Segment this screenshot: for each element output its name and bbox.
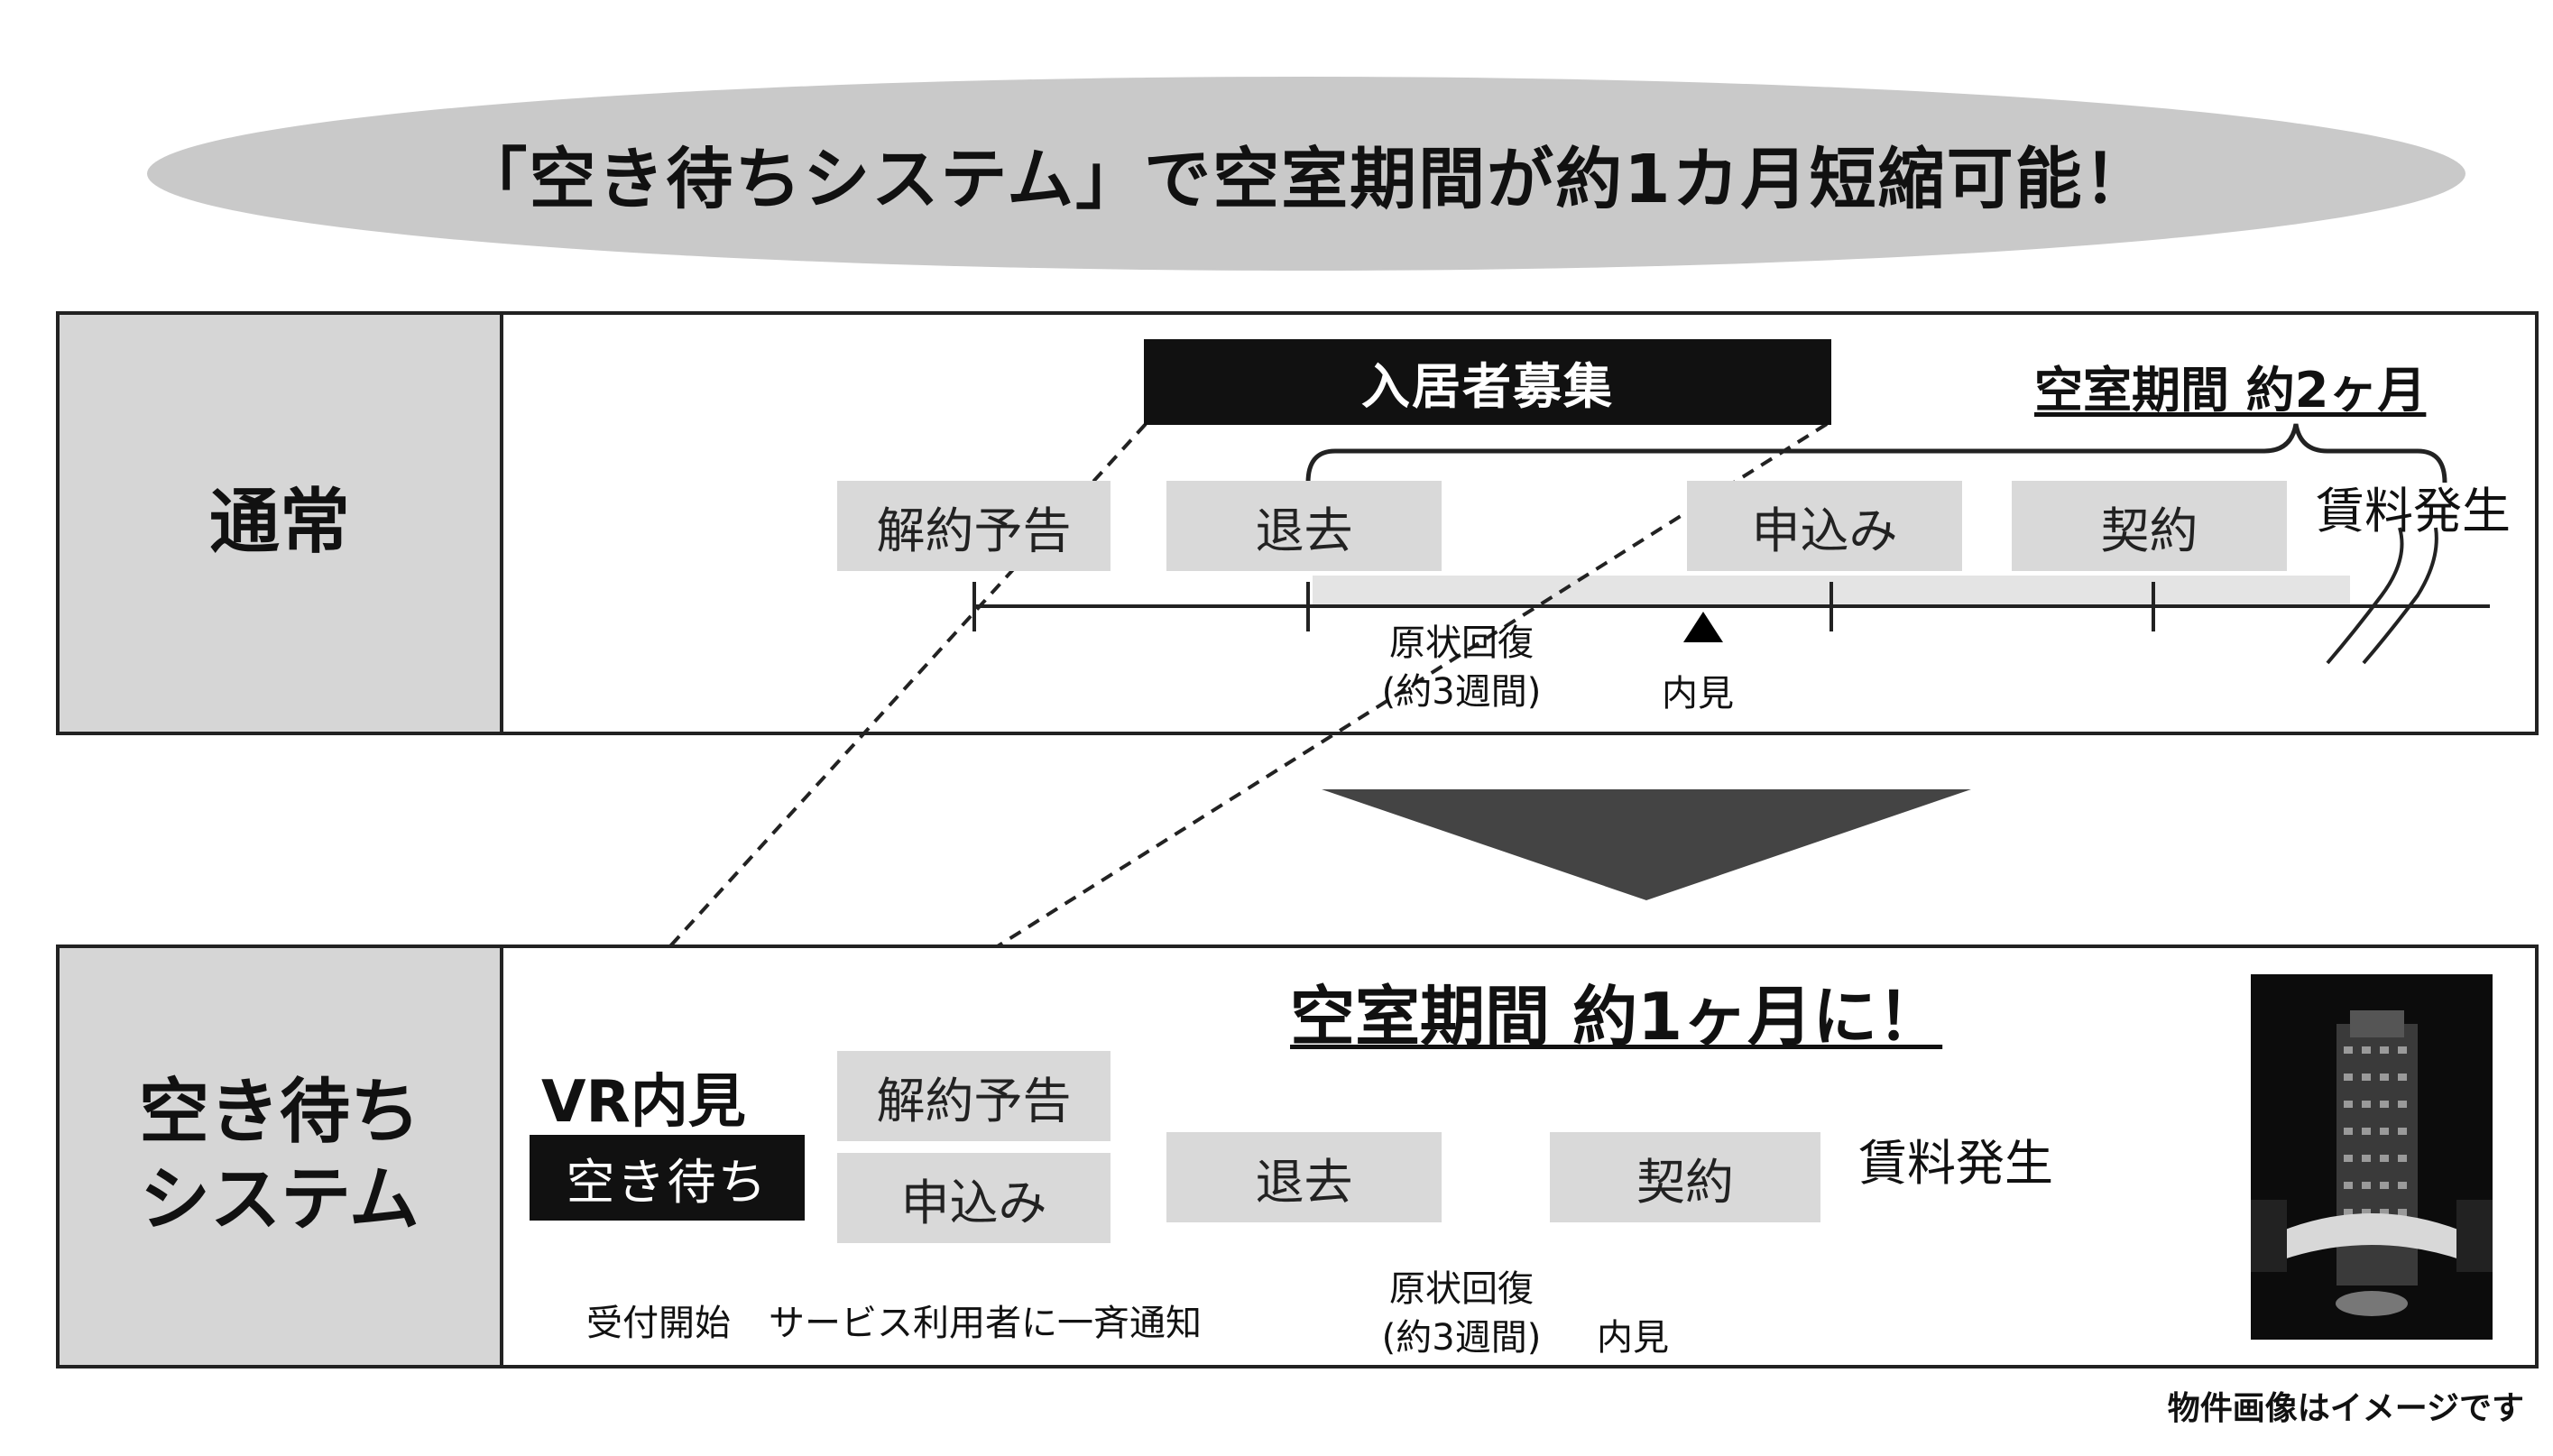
- waiting-step-notice: 解約予告: [837, 1051, 1111, 1141]
- waiting-step-apply: 申込み: [837, 1153, 1111, 1243]
- recruit-bar: 入居者募集: [1144, 339, 1831, 425]
- normal-viewing-marker: [1683, 612, 1723, 642]
- normal-viewing-label: 内見: [1662, 673, 1734, 714]
- normal-step-apply: 申込み: [1687, 481, 1962, 571]
- normal-vacancy-label: 空室期間 約2ヶ月: [2034, 362, 2427, 419]
- normal-step-moveout: 退去: [1166, 481, 1442, 571]
- notify-label: サービス利用者に一斉通知: [769, 1303, 1202, 1344]
- waiting-viewing-label: 内見: [1597, 1317, 1669, 1359]
- reception-start-label: 受付開始: [586, 1303, 731, 1344]
- normal-step-contract: 契約: [2012, 481, 2287, 571]
- waiting-step-contract: 契約: [1550, 1132, 1820, 1222]
- down-arrow-icon: [1322, 789, 1971, 900]
- normal-vacancy-brace: [1305, 423, 2447, 484]
- waiting-restore-label: 原状回復 (約3週間): [1381, 1268, 1542, 1359]
- waiting-vacancy-label: 空室期間 約1ヶ月に！: [1290, 979, 1943, 1055]
- normal-restore-label: 原状回復 (約3週間): [1381, 622, 1542, 713]
- title-banner: 「空き待ちシステム」で空室期間が約1カ月短縮可能！: [147, 77, 2465, 271]
- footnote: 物件画像はイメージです: [2167, 1390, 2524, 1427]
- guide-line-right: [887, 422, 1829, 1017]
- normal-rent-start: 賃料発生: [2316, 483, 2511, 539]
- normal-step-notice: 解約予告: [837, 481, 1111, 571]
- waiting-label: 空き待ち システム: [60, 948, 503, 1365]
- page-title: 「空き待ちシステム」で空室期間が約1カ月短縮可能！: [460, 141, 2152, 218]
- waiting-step-moveout: 退去: [1166, 1132, 1442, 1222]
- building-photo: [2251, 974, 2493, 1340]
- waiting-rent-start: 賃料発生: [1858, 1135, 2053, 1192]
- normal-label: 通常: [60, 315, 503, 732]
- normal-break-mark-1: [2326, 527, 2404, 665]
- normal-break-mark-2: [2362, 527, 2438, 665]
- waiting-badge: 空き待ち: [530, 1135, 805, 1221]
- vr-viewing-label: VR内見: [541, 1069, 746, 1136]
